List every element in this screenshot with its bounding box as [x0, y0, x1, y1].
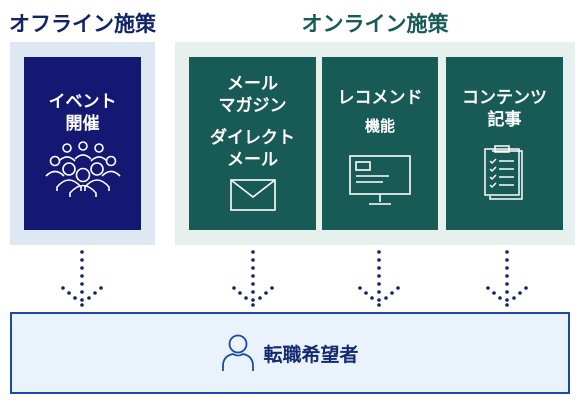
envelope-icon	[229, 179, 276, 211]
content-card-line-1: コンテンツ	[462, 88, 547, 108]
recommend-card-line-1: レコメンド	[337, 88, 423, 108]
offline-section-title: オフライン施策	[9, 12, 156, 36]
mail-card: メール マガジン ダイレクト メール	[189, 57, 316, 230]
recommend-arrow	[358, 250, 400, 307]
mail-card-line-2: マガジン	[218, 96, 287, 116]
mail-card-line-4: メール	[227, 150, 278, 170]
mail-card-line-1: メール	[227, 74, 278, 94]
content-card-line-2: 記事	[487, 110, 522, 130]
document-checklist-icon	[483, 145, 523, 200]
mail-card-line-3: ダイレクト	[210, 128, 295, 148]
content-arrow	[486, 250, 528, 307]
target-box: 転職希望者	[10, 312, 570, 394]
person-icon	[222, 334, 255, 371]
event-card-line-1: イベント	[48, 92, 117, 112]
audience-icon	[44, 141, 121, 197]
offline-arrow	[61, 250, 103, 307]
event-card: イベント 開催	[24, 57, 141, 230]
mail-arrow	[232, 250, 274, 307]
recommend-card: レコメンド 機能	[322, 57, 438, 230]
monitor-icon	[349, 155, 411, 205]
recommend-card-line-2: 機能	[364, 117, 395, 135]
event-card-line-2: 開催	[65, 114, 100, 134]
content-card: コンテンツ 記事	[446, 57, 563, 230]
target-label: 転職希望者	[263, 343, 359, 366]
online-section-title: オンライン施策	[301, 12, 449, 36]
